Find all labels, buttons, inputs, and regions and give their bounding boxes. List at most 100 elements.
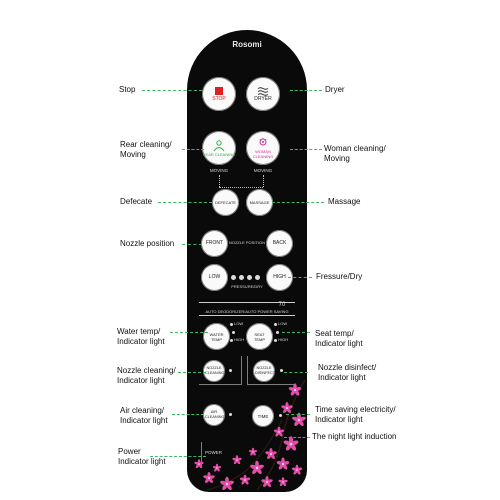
remote-control-body: Rosomi STOP DRYER REAR CLEANING WOMAN CL… bbox=[187, 30, 307, 492]
leader-line bbox=[178, 372, 206, 373]
power-callout-line1: Power bbox=[118, 447, 141, 456]
rear-cleaning-button[interactable]: REAR CLEANING bbox=[202, 131, 236, 165]
pressure-level-light bbox=[255, 275, 260, 280]
rear-cleaning-label: REAR CLEANING bbox=[202, 151, 236, 157]
stop-square-icon bbox=[215, 86, 223, 95]
pressure-dry-caption: PRESSURE/DRY bbox=[231, 284, 263, 289]
woman-cleaning-callout-line1: Woman cleaning/ bbox=[324, 144, 386, 153]
nozzle-disinfect-frame bbox=[247, 356, 294, 385]
water-temp-button-label: WATER TEMP bbox=[209, 331, 224, 342]
nozzle-disinfect-callout-line2: Indicator light bbox=[318, 373, 366, 382]
seat-temp-low-light bbox=[274, 323, 277, 326]
leader-line bbox=[282, 332, 310, 333]
front-button[interactable]: FRONT bbox=[201, 230, 228, 257]
rear-cleaning-callout-line1: Rear cleaning/ bbox=[120, 140, 172, 149]
flower-decoration bbox=[194, 379, 307, 491]
moving-label-left: MOVING bbox=[209, 168, 229, 173]
woman-cleaning-button[interactable]: WOMAN CLEANING bbox=[246, 131, 280, 165]
leader-line bbox=[286, 414, 310, 415]
divider-line bbox=[199, 315, 295, 316]
low-button-label: LOW bbox=[208, 274, 221, 280]
fressure-dry-callout: Fressure/Dry bbox=[316, 272, 363, 281]
water-temp-low-label: LOW bbox=[234, 321, 244, 326]
nozzle-cleaning-callout-line2: Indicator light bbox=[117, 376, 165, 385]
seat-temp-button[interactable]: SEAT TEMP bbox=[246, 323, 273, 350]
moving-label-right: MOVING bbox=[253, 168, 273, 173]
leader-line bbox=[290, 149, 322, 150]
power-button[interactable]: POWER bbox=[205, 450, 223, 455]
nozzle-cleaning-frame bbox=[199, 356, 242, 385]
nozzle-disinfect-light bbox=[280, 369, 283, 372]
water-temp-callout-line2: Indicator light bbox=[117, 337, 165, 346]
stop-button[interactable]: STOP bbox=[202, 77, 236, 111]
dryer-button[interactable]: DRYER bbox=[246, 77, 280, 111]
air-cleaning-button[interactable]: AIR CLEANING bbox=[203, 404, 225, 426]
woman-cleaning-icon bbox=[259, 138, 267, 146]
nozzle-cleaning-button-label: NOZZLE CLEANING bbox=[205, 366, 225, 375]
leader-line bbox=[142, 90, 202, 91]
leader-line bbox=[182, 244, 202, 245]
back-button[interactable]: BACK bbox=[266, 230, 293, 257]
leader-line bbox=[182, 149, 204, 150]
high-button-label: HIGH bbox=[273, 274, 286, 280]
brand-logo: Rosomi bbox=[232, 40, 262, 49]
water-temp-high-light bbox=[230, 339, 233, 342]
woman-cleaning-callout-line2: Moving bbox=[324, 154, 350, 163]
water-temp-button[interactable]: WATER TEMP bbox=[203, 323, 230, 350]
defecate-button-label: DEFECATE bbox=[214, 200, 237, 205]
massage-button[interactable]: MASSAGE bbox=[246, 189, 273, 216]
stop-button-label: STOP bbox=[212, 95, 226, 102]
massage-button-label: MASSAGE bbox=[249, 200, 270, 205]
rear-cleaning-icon bbox=[213, 139, 225, 151]
time-saving-callout-line1: Time saving electricity/ bbox=[315, 405, 396, 414]
low-button[interactable]: LOW bbox=[201, 264, 228, 291]
water-temp-low-light bbox=[230, 323, 233, 326]
water-temp-mid-light bbox=[232, 331, 235, 334]
pressure-level-light bbox=[239, 275, 244, 280]
woman-cleaning-label: WOMAN CLEANING bbox=[252, 149, 274, 159]
time-saving-light bbox=[279, 414, 282, 417]
back-button-label: BACK bbox=[272, 240, 287, 246]
seat-temp-high-label: HIGH bbox=[278, 337, 288, 342]
nozzle-disinfect-callout-line1: Nozzle disinfect/ bbox=[318, 363, 377, 372]
defecate-button[interactable]: DEFECATE bbox=[212, 189, 239, 216]
divider-line bbox=[199, 302, 295, 303]
connector-line bbox=[263, 175, 265, 187]
night-light-callout: The night light induction bbox=[312, 432, 397, 441]
seat-temp-button-label: SEAT TEMP bbox=[253, 331, 266, 342]
leader-line bbox=[284, 372, 308, 373]
leader-line bbox=[284, 437, 310, 438]
nozzle-cleaning-button[interactable]: NOZZLE CLEANING bbox=[203, 360, 225, 382]
connector-line bbox=[219, 187, 263, 189]
seat-temp-low-label: LOW bbox=[278, 321, 288, 326]
time-button[interactable]: TIME bbox=[252, 405, 274, 427]
dryer-callout: Dryer bbox=[325, 85, 345, 94]
nozzle-disinfect-button-label: NOZZLE DISINFECT bbox=[255, 366, 276, 375]
model-number: 70 bbox=[278, 302, 286, 308]
air-cleaning-callout-line2: Indicator light bbox=[120, 416, 168, 425]
wave-icon bbox=[257, 86, 269, 96]
nozzle-cleaning-light bbox=[229, 369, 232, 372]
nozzle-position-caption: NOZZLE POSITION bbox=[228, 240, 265, 245]
power-frame bbox=[201, 442, 202, 466]
nozzle-cleaning-callout-line1: Nozzle cleaning/ bbox=[117, 366, 176, 375]
massage-callout: Massage bbox=[328, 197, 361, 206]
seat-temp-callout-line1: Seat temp/ bbox=[315, 329, 354, 338]
air-cleaning-callout-line1: Air cleaning/ bbox=[120, 406, 165, 415]
air-cleaning-light bbox=[229, 413, 232, 416]
leader-line bbox=[172, 414, 204, 415]
connector-line bbox=[219, 175, 221, 187]
nozzle-disinfect-button[interactable]: NOZZLE DISINFECT bbox=[253, 360, 275, 382]
nozzle-position-callout: Nozzle position bbox=[120, 239, 175, 248]
dryer-button-label: DRYER bbox=[254, 95, 272, 102]
seat-temp-mid-light bbox=[276, 331, 279, 334]
time-button-label: TIME bbox=[257, 413, 269, 419]
seat-temp-callout-line2: Indicator light bbox=[315, 339, 363, 348]
time-saving-callout-line2: Indicator light bbox=[315, 415, 363, 424]
front-button-label: FRONT bbox=[205, 240, 224, 246]
leader-line bbox=[150, 456, 206, 457]
water-temp-callout-line1: Water temp/ bbox=[117, 327, 161, 336]
pressure-level-light bbox=[231, 275, 236, 280]
auto-deodorizer-caption: AUTO DEODORIZER/AUTO POWER SAVING bbox=[205, 309, 289, 314]
pressure-level-light bbox=[247, 275, 252, 280]
